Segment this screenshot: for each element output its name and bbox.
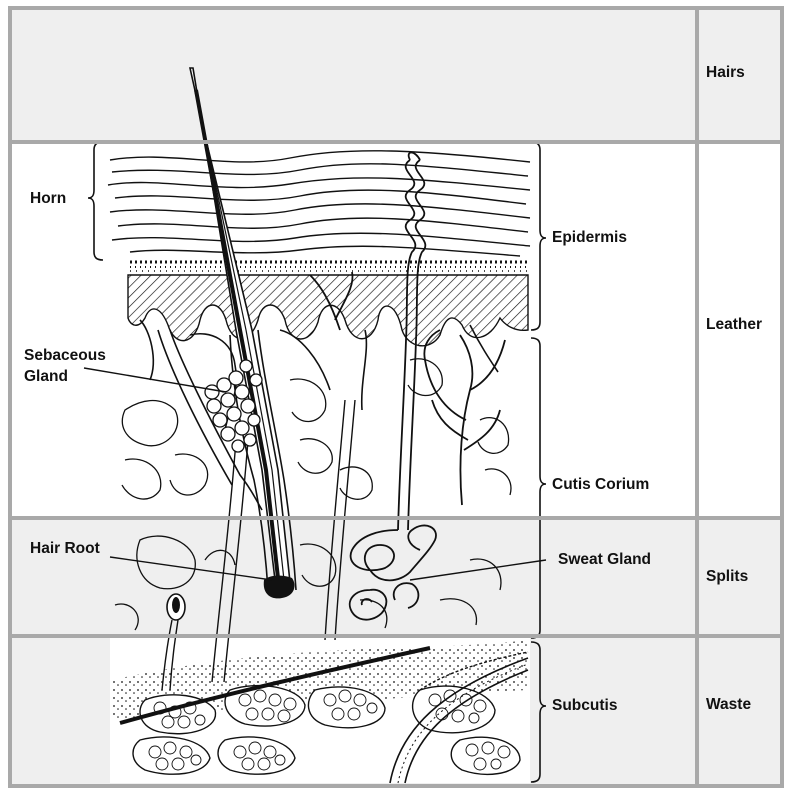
layer-label-leather: Leather bbox=[706, 316, 762, 334]
subcutis-bracket bbox=[531, 642, 546, 782]
label-horn: Horn bbox=[30, 190, 66, 208]
sweat-gland-coil bbox=[350, 525, 436, 619]
epidermis-bracket bbox=[531, 142, 546, 330]
hair-root-leader bbox=[110, 557, 272, 580]
label-epidermis: Epidermis bbox=[552, 229, 627, 247]
sebaceous-leader bbox=[84, 368, 226, 392]
layer-label-hairs: Hairs bbox=[706, 64, 745, 82]
label-subcutis: Subcutis bbox=[552, 697, 617, 715]
label-sebaceous-line2: Gland bbox=[24, 368, 68, 386]
label-hair-root: Hair Root bbox=[30, 540, 100, 558]
layer-label-waste: Waste bbox=[706, 696, 751, 714]
leader-lines bbox=[84, 368, 546, 580]
horn-layer-lines bbox=[108, 151, 530, 256]
horn-bracket bbox=[88, 142, 103, 260]
basal-layer bbox=[128, 275, 528, 346]
cutis-corium-bracket bbox=[531, 338, 546, 638]
label-sebaceous-line1: Sebaceous bbox=[24, 347, 106, 365]
sweat-gland-leader bbox=[410, 560, 546, 580]
connective-tissue bbox=[115, 359, 511, 630]
layer-label-splits: Splits bbox=[706, 568, 748, 586]
label-sweat-gland: Sweat Gland bbox=[558, 551, 651, 569]
label-cutis-corium: Cutis Corium bbox=[552, 476, 649, 494]
